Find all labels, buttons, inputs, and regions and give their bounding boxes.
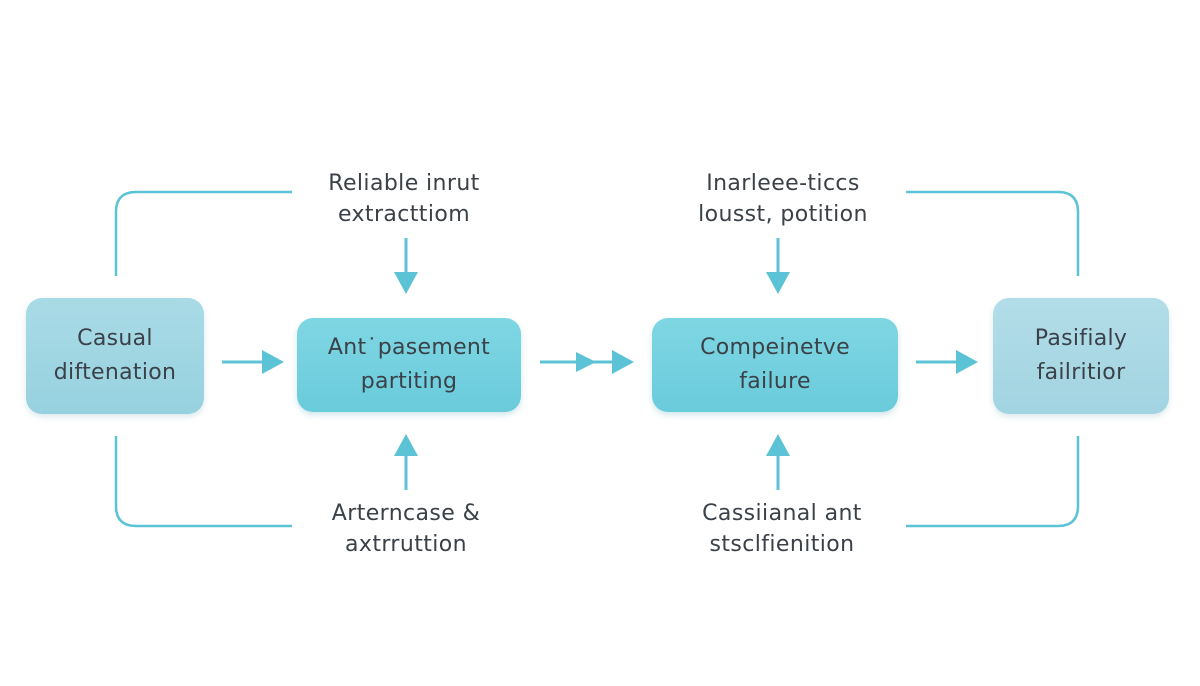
arrow-left-to-center-left <box>222 350 284 374</box>
left-bottom-bracket-line <box>114 436 292 528</box>
node-left-line-1: Casual <box>77 326 153 351</box>
node-center-right: Compeinetve failure <box>652 318 898 412</box>
node-right-line-2: failritior <box>1036 360 1126 385</box>
label-bottom-left: Arterncase & axtrruttion <box>300 498 512 560</box>
label-top-right: Inarleee-ticcs lousst, potition <box>668 168 898 230</box>
node-center-left: Ant˙pasement partiting <box>297 318 521 412</box>
node-center-right-line-1: Compeinetve <box>700 335 850 360</box>
node-center-left-line-1: Ant˙pasement <box>327 335 491 360</box>
arrow-center-right-to-right <box>916 350 978 374</box>
node-left-line-2: diftenation <box>53 360 177 385</box>
node-right-line-1: Pasifialy <box>1034 326 1128 351</box>
arrow-bottom-left-up <box>394 434 418 490</box>
arrow-center-left-to-center-right <box>540 350 634 374</box>
label-bottom-right: Cassiianal ant stsclfienition <box>676 498 888 560</box>
arrow-top-right-down <box>766 238 790 294</box>
label-bottom-left-line-2: axtrruttion <box>345 532 467 557</box>
node-right: Pasifialy failritior <box>993 298 1169 414</box>
label-top-left-line-2: extracttiom <box>337 202 471 227</box>
node-center-right-line-2: failure <box>739 369 811 394</box>
right-top-bracket-line <box>906 190 1080 276</box>
label-top-right-line-2: lousst, potition <box>698 202 868 227</box>
label-top-left: Reliable inrut extracttiom <box>298 168 510 230</box>
arrow-bottom-right-up <box>766 434 790 490</box>
arrow-top-left-down <box>394 238 418 294</box>
label-top-left-line-1: Reliable inrut <box>328 171 480 196</box>
label-bottom-left-line-1: Arterncase & <box>331 501 481 526</box>
node-center-left-line-2: partiting <box>360 369 458 394</box>
right-bottom-bracket-line <box>906 436 1080 528</box>
left-top-bracket-line <box>114 190 292 276</box>
label-top-right-line-1: Inarleee-ticcs <box>706 171 860 196</box>
label-bottom-right-line-2: stsclfienition <box>709 532 855 557</box>
label-bottom-right-line-1: Cassiianal ant <box>702 501 862 526</box>
node-left: Casual diftenation <box>26 298 204 414</box>
